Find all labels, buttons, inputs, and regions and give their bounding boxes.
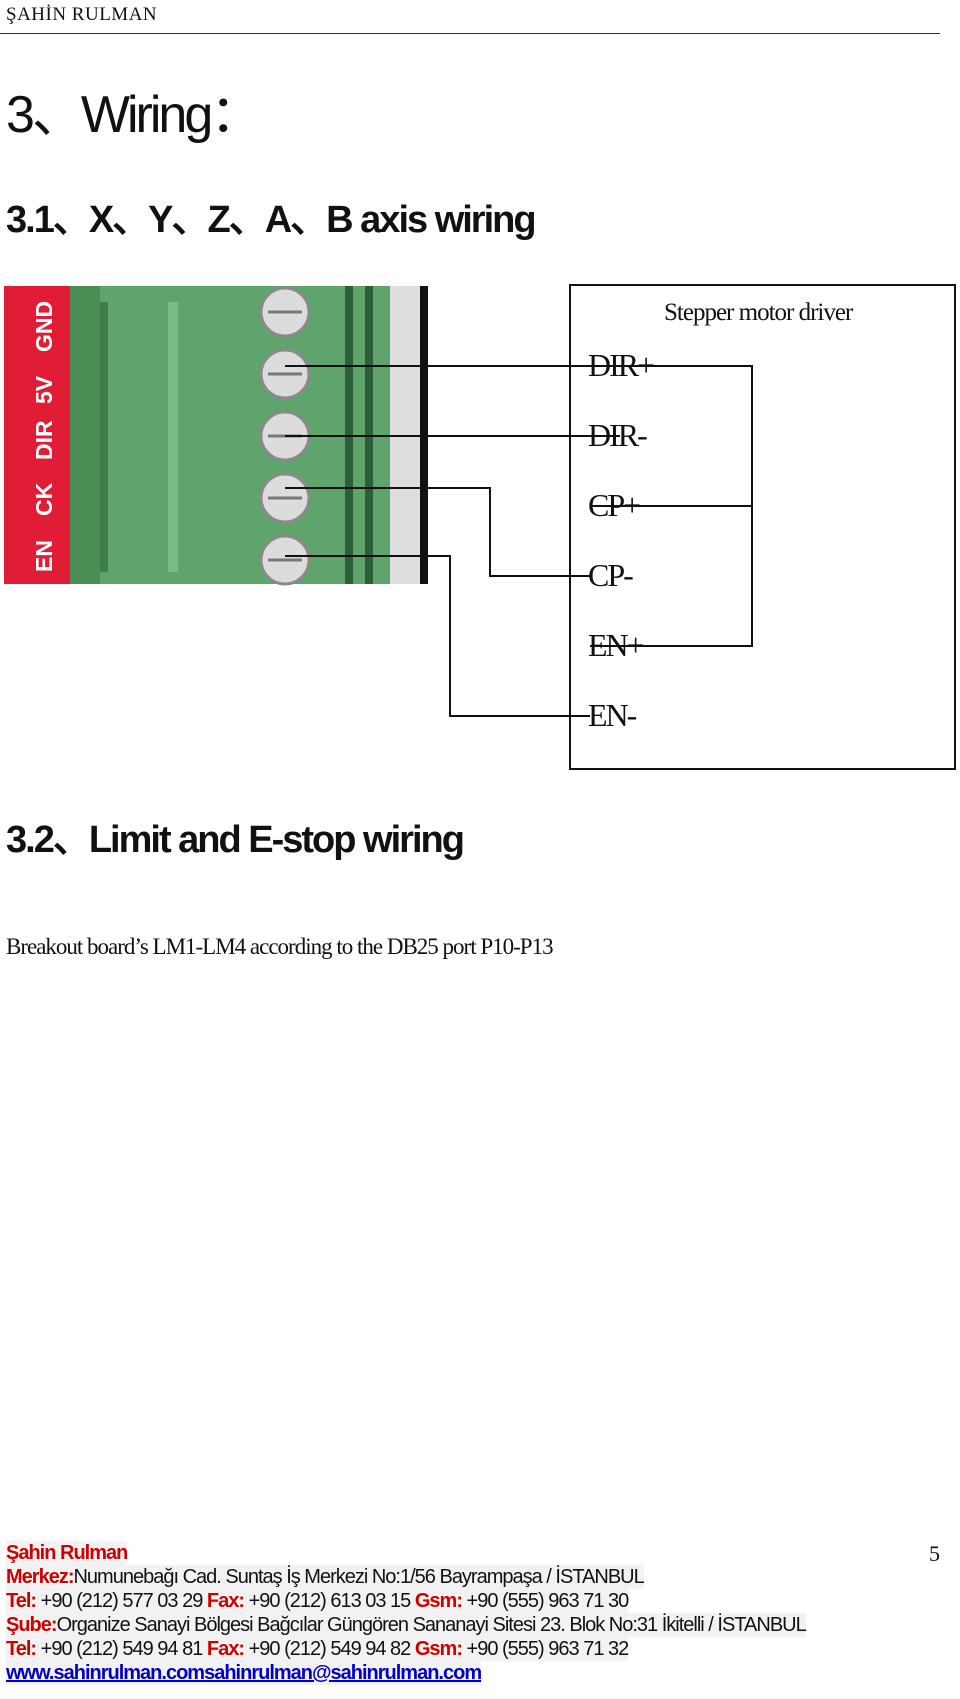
sube-tel: +90 (212) 549 94 81 bbox=[36, 1638, 207, 1660]
email-link[interactable]: sahinrulman@sahinrulman.com bbox=[204, 1662, 482, 1684]
sube-fax: +90 (212) 549 94 82 bbox=[244, 1638, 415, 1660]
header-divider bbox=[0, 33, 940, 34]
sube-address: Organize Sanayi Bölgesi Bağcılar Güngöre… bbox=[56, 1614, 807, 1636]
driver-pin-en-minus: EN- bbox=[588, 697, 637, 733]
sube-tel-label: Tel: bbox=[6, 1638, 37, 1660]
board-label-dir: DIR bbox=[31, 420, 57, 460]
running-header: ŞAHİN RULMAN bbox=[6, 4, 158, 25]
merkez-tel: +90 (212) 577 03 29 bbox=[36, 1590, 207, 1612]
merkez-fax-label: Fax: bbox=[206, 1590, 245, 1612]
sube-fax-label: Fax: bbox=[206, 1638, 245, 1660]
section-heading-wiring: 3、Wiring： bbox=[6, 86, 262, 144]
board-label-5v: 5V bbox=[31, 375, 57, 404]
stepper-driver-box bbox=[569, 284, 956, 770]
footer-company-name: Şahin Rulman bbox=[6, 1541, 128, 1565]
sube-label: Şube: bbox=[6, 1614, 58, 1636]
stepper-driver-title: Stepper motor driver bbox=[664, 299, 854, 326]
page-number: 5 bbox=[929, 1541, 940, 1566]
footer-contact-block: Şahin Rulman Merkez:Numunebağı Cad. Sunt… bbox=[6, 1541, 807, 1685]
merkez-fax: +90 (212) 613 03 15 bbox=[244, 1590, 415, 1612]
wire-ck bbox=[285, 487, 590, 577]
merkez-gsm-label: Gsm: bbox=[414, 1590, 463, 1612]
wire-en bbox=[285, 555, 590, 717]
website-link[interactable]: www.sahinrulman.com bbox=[6, 1662, 205, 1684]
wires bbox=[285, 365, 753, 717]
board-label-gnd: GND bbox=[31, 301, 57, 352]
board-label-en: EN bbox=[31, 540, 57, 572]
subsection-heading-limit-wiring: 3.2、Limit and E-stop wiring bbox=[6, 819, 465, 861]
merkez-address: Numunebağı Cad. Suntaş İş Merkezi No:1/5… bbox=[73, 1566, 644, 1588]
wiring-diagram: GND 5V DIR CK EN Stepper motor driver DI… bbox=[4, 284, 956, 770]
merkez-tel-label: Tel: bbox=[6, 1590, 37, 1612]
merkez-label: Merkez: bbox=[6, 1566, 74, 1588]
driver-pin-cp-minus: CP- bbox=[588, 557, 633, 593]
body-paragraph: Breakout board’s LM1-LM4 according to th… bbox=[6, 934, 554, 959]
sube-gsm-label: Gsm: bbox=[414, 1638, 463, 1660]
sube-gsm: +90 (555) 963 71 32 bbox=[461, 1638, 630, 1660]
subsection-heading-axis-wiring: 3.1、X、Y、Z、A、B axis wiring bbox=[6, 199, 537, 241]
board-label-ck: CK bbox=[31, 482, 57, 516]
merkez-gsm: +90 (555) 963 71 30 bbox=[461, 1590, 630, 1612]
